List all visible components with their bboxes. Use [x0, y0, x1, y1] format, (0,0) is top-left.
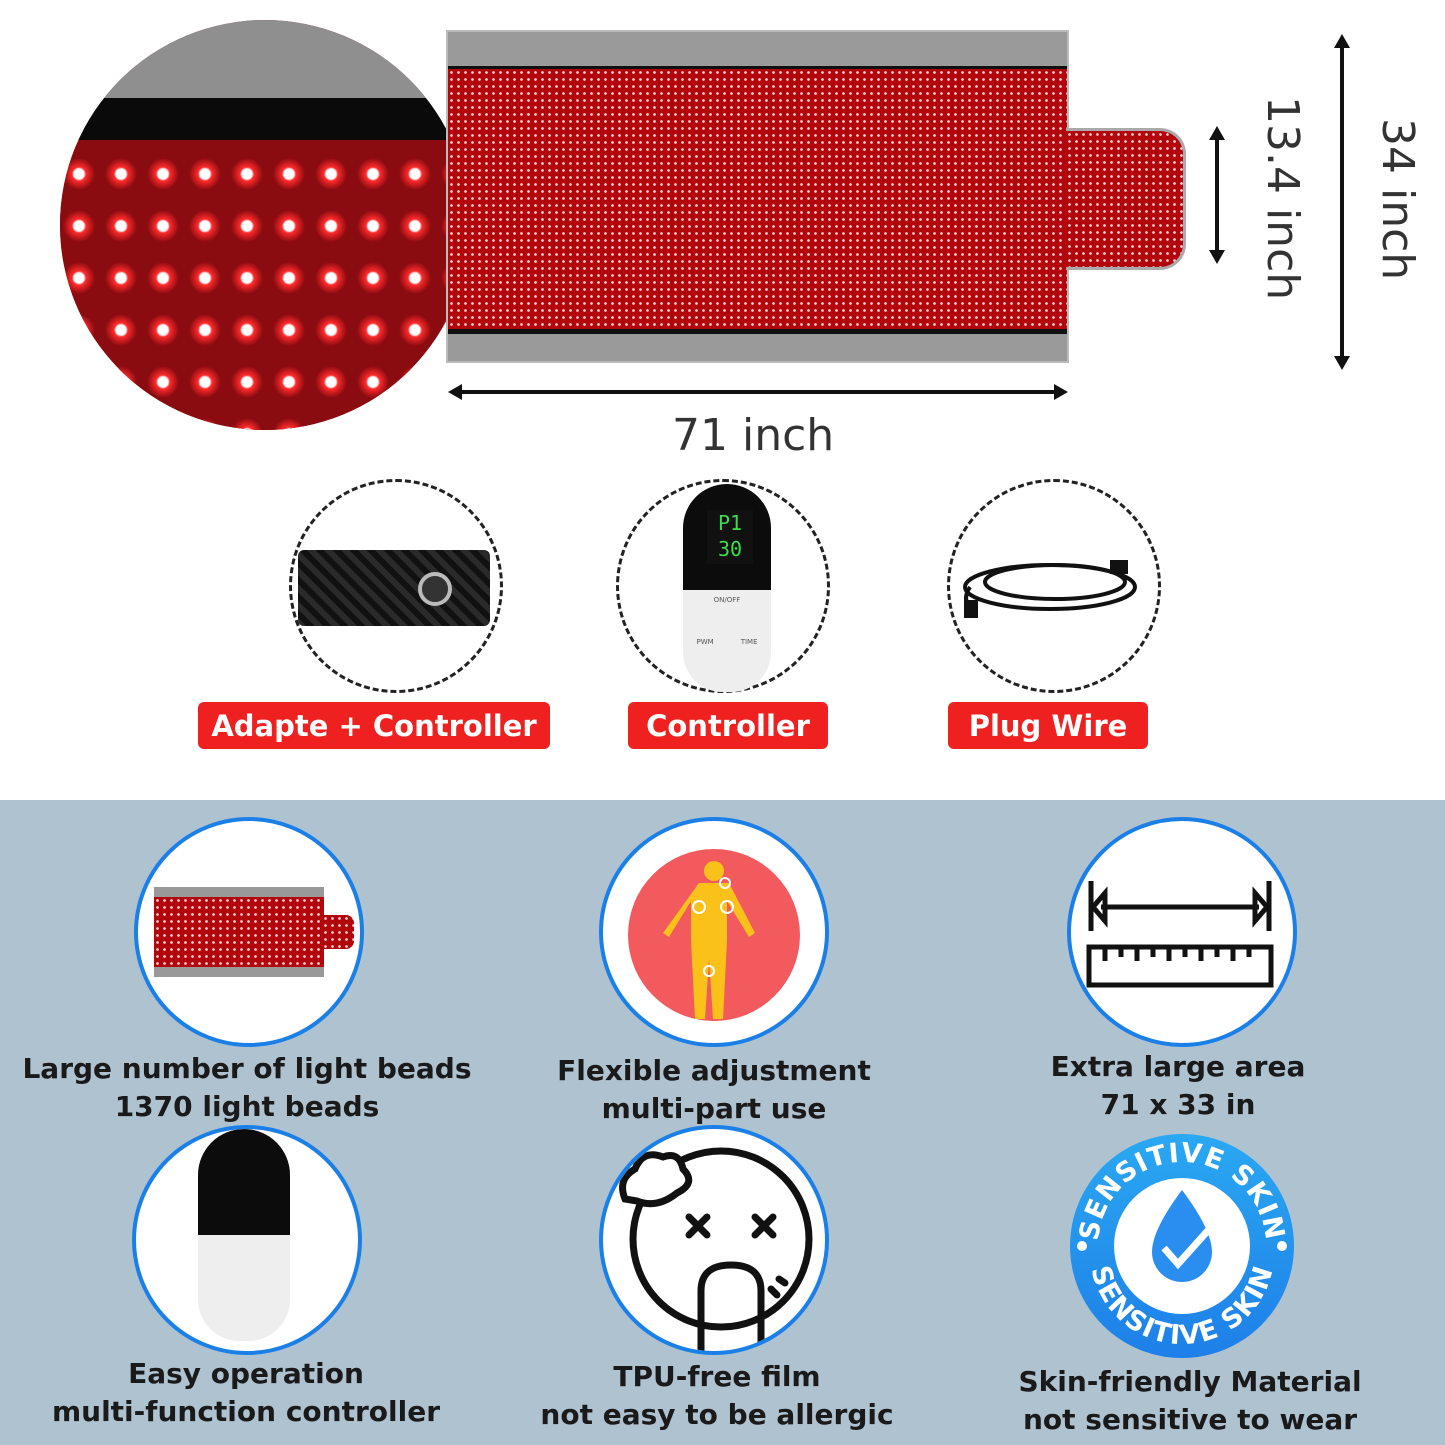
- adapter-box-icon: [298, 550, 490, 626]
- sensitive-skin-badge-icon: SENSITIVE SKIN SENSITIVE SKIN: [1070, 1134, 1294, 1358]
- caption-line: not easy to be allergic: [540, 1398, 894, 1431]
- controller-label: Controller: [628, 702, 828, 749]
- caption-line: TPU-free film: [613, 1360, 821, 1393]
- caption-line: 1370 light beads: [114, 1090, 380, 1123]
- caption-line: multi-part use: [601, 1092, 827, 1125]
- feature-tpu-circle: [599, 1125, 829, 1355]
- accessory-plug-wire: [947, 479, 1161, 693]
- feature-caption-tpu: TPU-free film not easy to be allergic: [477, 1358, 957, 1434]
- width-label: 34 inch: [1372, 118, 1423, 281]
- feature-controller-circle: [132, 1125, 362, 1355]
- pwm-label: PWM: [696, 638, 714, 646]
- caption-line: multi-function controller: [51, 1395, 441, 1428]
- caption-line: Skin-friendly Material: [1018, 1365, 1362, 1398]
- accessory-controller: P1 30 ON/OFF PWM TIME: [616, 479, 830, 693]
- led-closeup-magnifier: [60, 20, 470, 430]
- time-label: TIME: [740, 638, 758, 646]
- feature-caption-area: Extra large area 71 x 33 in: [938, 1048, 1418, 1124]
- plug-wire-label: Plug Wire: [948, 702, 1148, 749]
- length-label: 71 inch: [672, 410, 835, 461]
- feature-light-beads-circle: [134, 817, 364, 1047]
- sneezing-face-icon: [619, 1147, 813, 1351]
- mat-tab: [1066, 128, 1186, 270]
- adapter-controller-label: Adapte + Controller: [198, 702, 550, 749]
- display-program: P1: [717, 511, 743, 535]
- caption-line: Flexible adjustment: [557, 1054, 871, 1087]
- power-label: ON/OFF: [713, 596, 741, 604]
- red-light-mat-image: [446, 30, 1069, 363]
- caption-line: not sensitive to wear: [1022, 1403, 1358, 1436]
- remote-icon: [198, 1129, 290, 1341]
- feature-caption-controller: Easy operation multi-function controller: [6, 1355, 486, 1431]
- sensitive-skin-badge: SENSITIVE SKIN SENSITIVE SKIN: [1068, 1132, 1296, 1360]
- feature-caption-light-beads: Large number of light beads 1370 light b…: [7, 1050, 487, 1126]
- caption-line: Extra large area: [1050, 1050, 1306, 1083]
- feature-caption-skin: Skin-friendly Material not sensitive to …: [950, 1363, 1430, 1439]
- accessory-adapter: [289, 479, 503, 693]
- feature-flexible-circle: [599, 817, 829, 1047]
- caption-line: 71 x 33 in: [1100, 1088, 1256, 1121]
- power-cord-icon: [963, 560, 1137, 618]
- tab-width-label: 13.4 inch: [1257, 96, 1308, 301]
- feature-area-circle: [1067, 817, 1297, 1047]
- caption-line: Easy operation: [128, 1357, 364, 1390]
- led-mat-icon: [154, 887, 324, 977]
- remote-controller-icon: P1 30 ON/OFF PWM TIME: [683, 484, 771, 692]
- dimension-arrows: [448, 34, 1350, 400]
- body-figure-icon: [628, 849, 800, 1021]
- caption-line: Large number of light beads: [22, 1052, 472, 1085]
- feature-caption-flexible: Flexible adjustment multi-part use: [474, 1052, 954, 1128]
- ruler-icon: [1086, 881, 1274, 988]
- display-time: 30: [717, 537, 743, 561]
